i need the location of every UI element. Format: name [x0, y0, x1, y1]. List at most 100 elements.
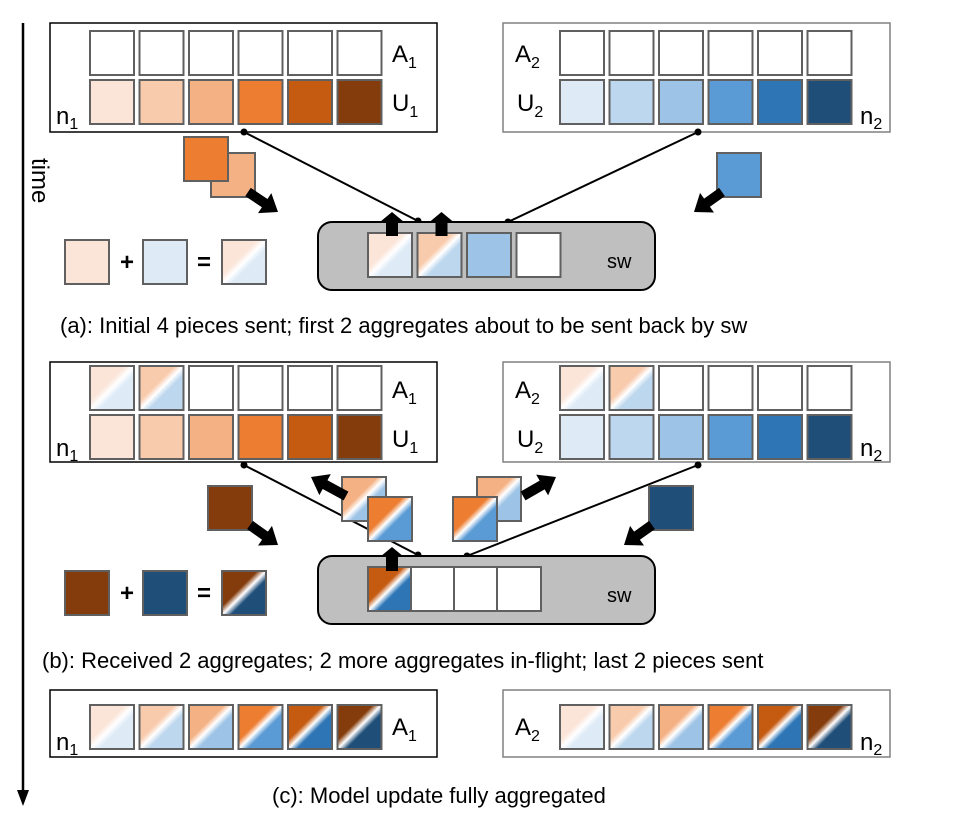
aggregate-piece: [707, 704, 754, 750]
empty-slot: [757, 30, 803, 76]
aggregate-piece: [221, 239, 267, 285]
in-flight-pieces: [183, 136, 762, 198]
n1-update-piece: [138, 414, 185, 460]
n2-label: n2: [860, 103, 882, 133]
caption-a: (a): Initial 4 pieces sent; first 2 aggr…: [60, 313, 747, 338]
caption-b: (b): Received 2 aggregates; 2 more aggre…: [42, 648, 764, 673]
empty-slot: [287, 30, 333, 76]
flight-arrow-icon: [247, 520, 278, 546]
send-back-arrow-icon: [380, 547, 404, 571]
flight-arrow-icon: [694, 187, 725, 213]
n2-A-label: A2: [515, 377, 540, 408]
n1-update-piece: [336, 79, 383, 125]
n1-update-piece: [64, 239, 110, 285]
empty-slot: [608, 30, 655, 76]
plus-sign: +: [120, 580, 134, 607]
empty-slot: [453, 566, 499, 612]
aggregate-piece: [806, 704, 853, 750]
plus-sign: +: [120, 249, 134, 276]
equals-sign: =: [197, 249, 211, 276]
n1-update-piece: [138, 79, 185, 125]
flight-arrow-icon: [520, 474, 556, 501]
n2-update-piece: [608, 79, 655, 125]
empty-slot: [89, 30, 135, 76]
n2-update-piece: [559, 414, 605, 460]
link-n2-switch: [507, 131, 699, 223]
empty-slot: [188, 30, 234, 76]
empty-slot: [757, 365, 803, 411]
empty-slot: [806, 30, 853, 76]
empty-slot: [336, 30, 383, 76]
flight-arrow-icon: [624, 520, 655, 546]
link-endpoint: [694, 128, 702, 136]
aggregate-piece: [138, 365, 185, 411]
aggregate-piece: [559, 704, 605, 750]
link-n2-switch: [466, 464, 699, 557]
n2-update-piece: [559, 79, 605, 125]
n1-A-label: A1: [392, 714, 417, 745]
empty-slot: [138, 30, 185, 76]
switch-send-back-arrows: [380, 547, 404, 571]
empty-slot: [496, 566, 542, 612]
n2-update-piece: [806, 414, 853, 460]
time-axis-label: time: [26, 158, 53, 203]
time-axis: time: [17, 23, 53, 806]
n2-update-piece: [608, 414, 655, 460]
empty-slot: [707, 365, 754, 411]
aggregate-piece: [367, 566, 413, 612]
equals-sign: =: [197, 580, 211, 607]
n2-update-piece: [658, 414, 704, 460]
n1-update-piece: [237, 79, 284, 125]
empty-slot: [237, 365, 284, 411]
n1-A-label: A1: [392, 377, 417, 408]
empty-slot: [658, 365, 704, 411]
empty-slot: [410, 566, 456, 612]
aggregate-piece: [608, 365, 655, 411]
empty-slot: [658, 30, 704, 76]
n1-update-piece: [287, 414, 333, 460]
n1-update-piece: [287, 79, 333, 125]
n2-aggregate-row: [559, 704, 853, 750]
n1-U-label: U1: [392, 90, 418, 121]
n1-U-label: U1: [392, 426, 418, 457]
aggregate-piece: [138, 704, 185, 750]
n2-aggregate-row: [559, 30, 853, 76]
empty-slot: [237, 30, 284, 76]
n1-update-piece: [336, 414, 383, 460]
n2-update-row: [559, 414, 853, 460]
time-axis-arrowhead: [17, 790, 29, 806]
n2-label: n2: [860, 729, 882, 759]
n1-label: n1: [56, 103, 78, 133]
n2-update-piece: [806, 79, 853, 125]
panel-c: A1 n1 A2 n2 (c): Model update fully aggr…: [49, 689, 891, 808]
n2-aggregate-row: [559, 365, 853, 411]
n2-A-label: A2: [515, 714, 540, 745]
n2-update-piece: [466, 232, 512, 278]
aggregate-piece: [367, 496, 413, 542]
n2-update-piece: [142, 570, 188, 616]
link-endpoint: [240, 128, 248, 136]
n1-aggregate-row: [89, 30, 383, 76]
n2-U-label: U2: [517, 90, 543, 121]
empty-slot: [559, 30, 605, 76]
n1-update-piece: [237, 414, 284, 460]
n2-update-piece: [658, 79, 704, 125]
panel-b: A1 U1 n1 A2 U2 n2 sw += (b): Received 2 …: [42, 361, 891, 673]
aggregate-piece: [237, 704, 284, 750]
aggregation-legend: +=: [64, 239, 267, 285]
n1-update-piece: [207, 485, 253, 531]
n2-update-piece: [648, 485, 694, 531]
n1-update-piece: [89, 414, 135, 460]
flight-arrows: [245, 187, 725, 214]
flight-arrow-icon: [245, 187, 278, 214]
link-endpoint: [240, 461, 248, 469]
switch-label: sw: [607, 251, 632, 273]
aggregate-piece: [452, 496, 498, 542]
n1-update-piece: [188, 79, 234, 125]
switch-slots: [367, 566, 542, 612]
caption-c: (c): Model update fully aggregated: [272, 783, 606, 808]
in-flight-pieces: [207, 476, 694, 542]
aggregate-piece: [89, 365, 135, 411]
n2-update-row: [559, 79, 853, 125]
